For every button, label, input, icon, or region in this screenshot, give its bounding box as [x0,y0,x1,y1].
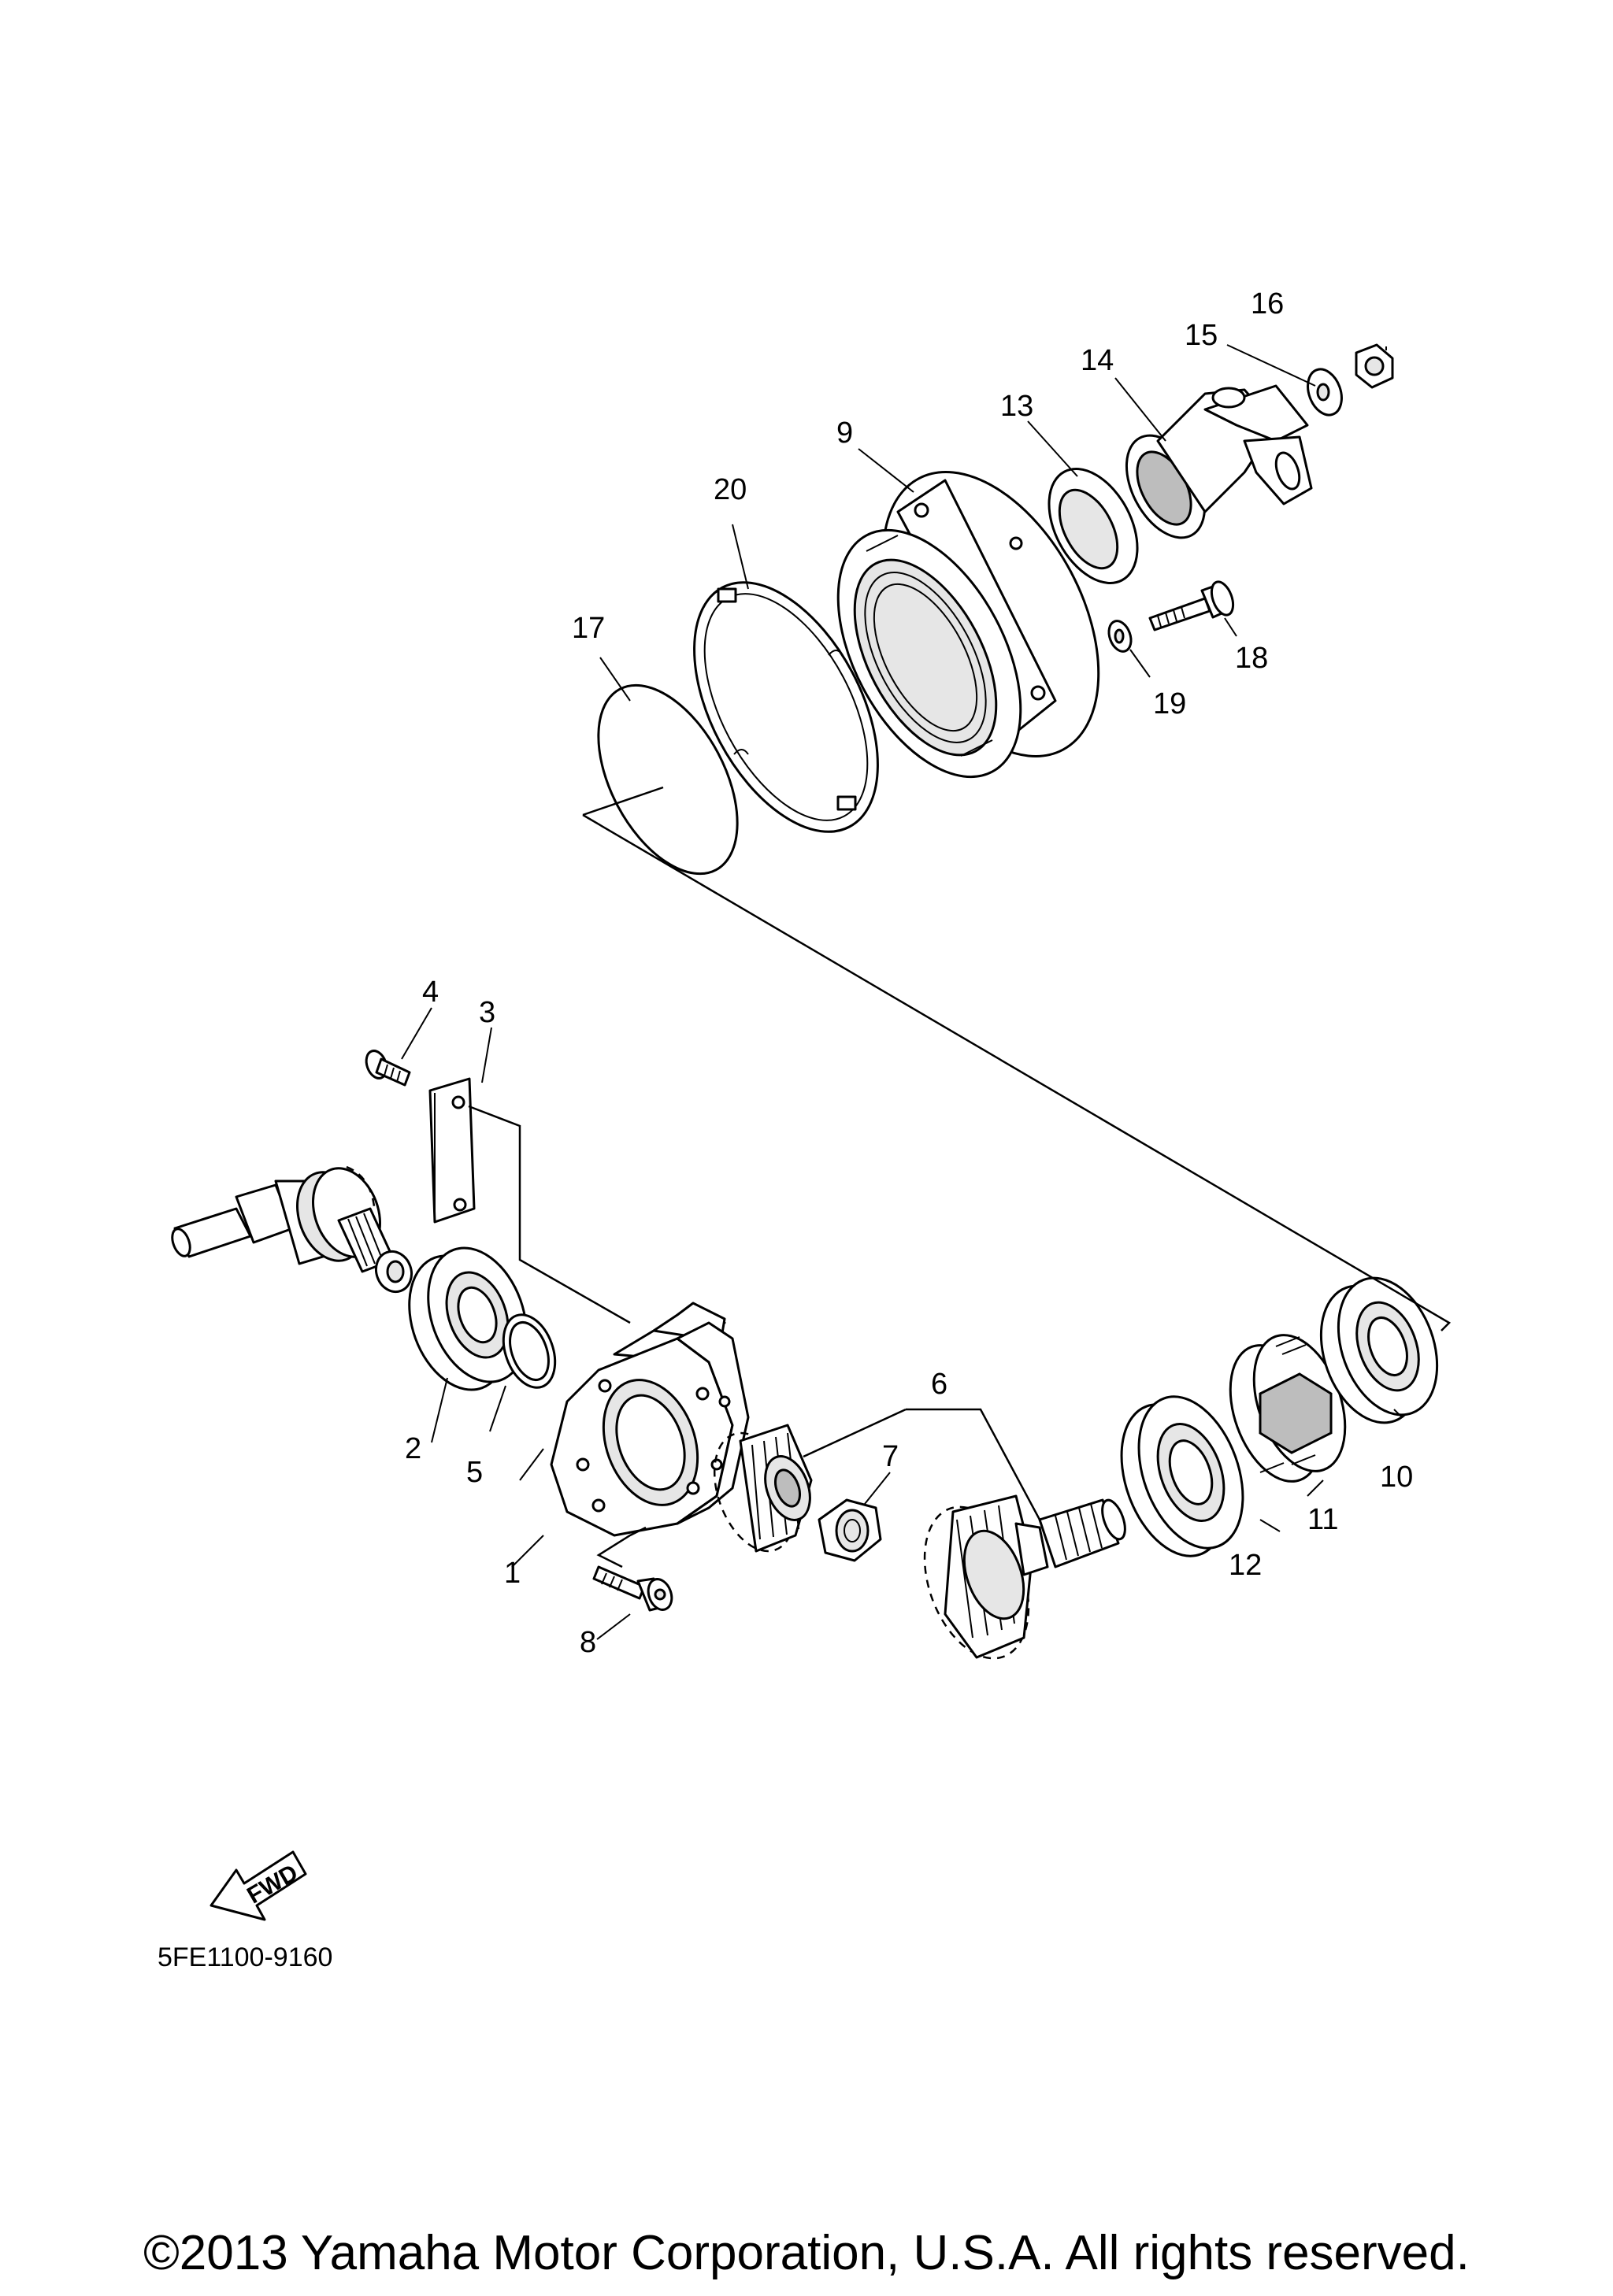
part-9-case-cover [836,471,1100,779]
part-2-bearing [408,1246,528,1391]
part-label-16: 16 [1251,287,1284,320]
part-label-14: 14 [1081,344,1114,377]
fwd-arrow-icon: FWD [210,1850,307,1921]
part-20-shim [693,581,879,833]
part-label-17: 17 [572,612,605,645]
part-14-yoke [1125,384,1313,539]
part-label-12: 12 [1229,1549,1262,1582]
part-7-nut [818,1498,882,1562]
assembly-lines [468,786,1452,1568]
part-6-gear-set [713,1424,1126,1660]
part-label-1: 1 [504,1557,521,1590]
part-label-6: 6 [931,1368,947,1401]
leader-lines [401,344,1403,1640]
part-label-8: 8 [580,1626,596,1659]
part-17-gasket [597,683,739,876]
part-1-bearing-housing [550,1302,750,1537]
part-5-o-ring [502,1313,557,1389]
part-11-ring-nut [1229,1334,1347,1483]
part-16-nut [1355,343,1394,389]
part-4-screw [365,1050,411,1087]
part-8-bolt [592,1565,673,1612]
part-label-18: 18 [1235,642,1268,675]
part-label-13: 13 [1000,390,1033,423]
part-label-9: 9 [836,417,853,450]
part-label-7: 7 [882,1440,899,1473]
part-10-bearing [1319,1276,1439,1424]
part-label-11: 11 [1307,1503,1338,1536]
part-15-washer [1307,368,1343,417]
part-3-plate [428,1077,476,1224]
part-label-15: 15 [1185,319,1218,352]
part-13-oil-seal [1048,468,1139,584]
part-label-10: 10 [1380,1461,1413,1494]
copyright-notice: ©2013 Yamaha Motor Corporation, U.S.A. A… [143,2226,1470,2280]
part-label-3: 3 [479,996,495,1029]
part-label-4: 4 [422,976,439,1009]
part-label-19: 19 [1153,687,1186,720]
part-labels: 1 2 3 4 5 6 7 8 9 10 11 12 13 14 15 16 1… [405,287,1413,1659]
part-label-20: 20 [714,473,747,506]
part-label-2: 2 [405,1432,421,1465]
part-12-bearing [1120,1395,1244,1557]
drive-shaft [171,1165,413,1294]
drawing-code: 5FE1100-9160 [158,1942,332,1972]
part-label-5: 5 [466,1456,483,1489]
part-18-bolt [1148,580,1235,631]
part-19-washer [1107,620,1133,653]
